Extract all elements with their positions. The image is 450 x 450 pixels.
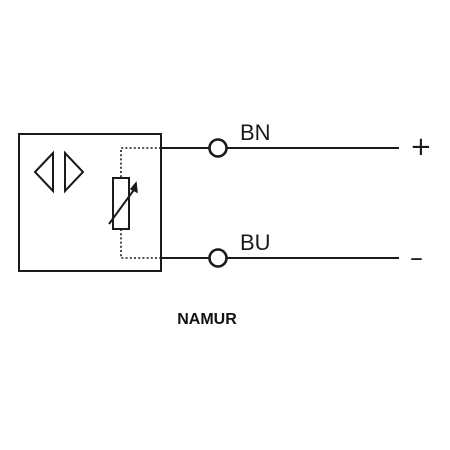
diagram-caption: NAMUR <box>177 311 237 328</box>
variable-resistor-icon <box>108 177 138 230</box>
internal-dotted-connection <box>120 147 161 259</box>
polarity-minus: – <box>410 243 423 273</box>
sensor-housing <box>18 133 162 272</box>
wire-label-bu: BU <box>240 230 271 255</box>
inductive-sensor-symbol-icon <box>33 150 85 194</box>
wire-label-bn: BN <box>240 120 271 145</box>
terminal-circle-icon <box>208 248 228 268</box>
polarity-plus: + <box>410 132 432 162</box>
terminal-circle-icon <box>208 138 228 158</box>
wire-bu: BU – <box>161 230 423 273</box>
wire-bn: BN + <box>161 120 432 162</box>
